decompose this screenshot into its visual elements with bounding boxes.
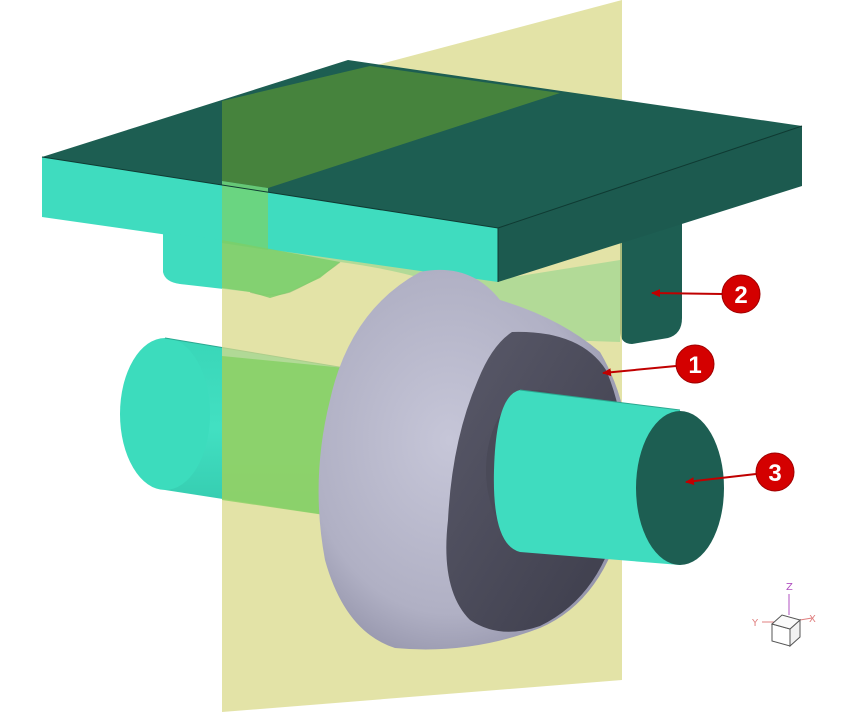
plane-shaft-overlap [222, 356, 345, 518]
callout-1-label: 1 [688, 352, 701, 379]
support-block-edge [163, 232, 222, 285]
top-plate [41, 60, 803, 282]
y-axis-label: Y [751, 618, 759, 629]
right-shaft [493, 389, 724, 565]
z-axis-label: Z [786, 582, 793, 593]
plane-support-overlap [222, 240, 340, 298]
callout-3-label: 3 [768, 460, 781, 487]
x-axis-label: X [809, 614, 816, 625]
orientation-triad[interactable]: Z Y X [751, 582, 816, 648]
callout-2[interactable]: 2 [651, 274, 761, 314]
callout-3[interactable]: 3 [685, 452, 795, 492]
callout-2-label: 2 [734, 282, 747, 309]
view-cube-icon[interactable] [770, 614, 802, 648]
callout-1[interactable]: 1 [602, 344, 715, 384]
